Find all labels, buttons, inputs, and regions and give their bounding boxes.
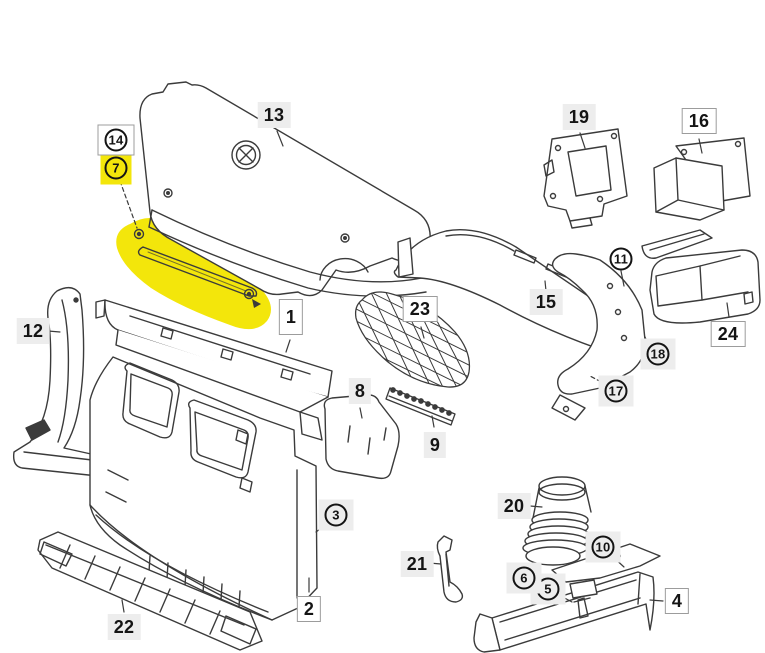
callout-8[interactable]: 8 (348, 378, 372, 404)
selection-highlight (116, 217, 271, 330)
part-24-duct-cover (649, 249, 761, 324)
callout-13[interactable]: 13 (257, 102, 291, 128)
callout-22[interactable]: 22 (107, 614, 141, 640)
part-23-air-inlet-grille (354, 291, 471, 388)
bmw-roundel-icon (231, 140, 261, 170)
callout-24[interactable]: 24 (710, 321, 746, 347)
part-20-bellows-hose (522, 476, 592, 566)
part-1-upper-duct-panel (95, 299, 333, 441)
part-21-support-stay (436, 535, 464, 603)
part-15-right-end (551, 252, 646, 421)
callout-16[interactable]: 16 (681, 108, 717, 134)
callout-9[interactable]: 9 (423, 432, 447, 458)
callout-14[interactable]: 14 (97, 124, 135, 156)
callout-circle: 18 (646, 342, 670, 366)
part-12-air-duct (12, 286, 101, 477)
part-9-sealing-strip (385, 387, 456, 426)
part-2-front-panel (89, 356, 318, 621)
callout-4[interactable]: 4 (664, 588, 690, 614)
callout-6[interactable]: 6 (506, 562, 542, 594)
part-22-lower-sill (37, 531, 263, 651)
callout-10[interactable]: 10 (585, 531, 621, 563)
callout-circle: 11 (609, 247, 633, 271)
callout-11[interactable]: 11 (609, 247, 633, 271)
part-4-air-channel (473, 543, 661, 653)
part-16-air-duct (641, 137, 751, 259)
callout-19[interactable]: 19 (562, 104, 596, 130)
callout-1[interactable]: 1 (278, 299, 304, 335)
part-19-mounting-plate (543, 128, 628, 229)
callout-circle: 6 (512, 566, 536, 590)
callout-circle: 3 (324, 503, 348, 527)
callout-3[interactable]: 3 (318, 499, 354, 531)
part-7-mounting-strip (133, 228, 261, 308)
part-13-engine-cover (139, 81, 431, 297)
callout-18[interactable]: 18 (640, 338, 676, 370)
callout-circle: 14 (104, 128, 128, 152)
callout-15[interactable]: 15 (529, 289, 563, 315)
callout-12[interactable]: 12 (16, 318, 50, 344)
callout-circle: 10 (591, 535, 615, 559)
callout-20[interactable]: 20 (497, 493, 531, 519)
callout-circle: 7 (104, 156, 128, 180)
callout-17[interactable]: 17 (598, 375, 634, 407)
callout-23[interactable]: 23 (402, 296, 438, 322)
callout-21[interactable]: 21 (400, 551, 434, 577)
callout-circle: 17 (604, 379, 628, 403)
callout-2[interactable]: 2 (296, 596, 322, 622)
callout-7-highlighted[interactable]: 7 (100, 151, 132, 185)
